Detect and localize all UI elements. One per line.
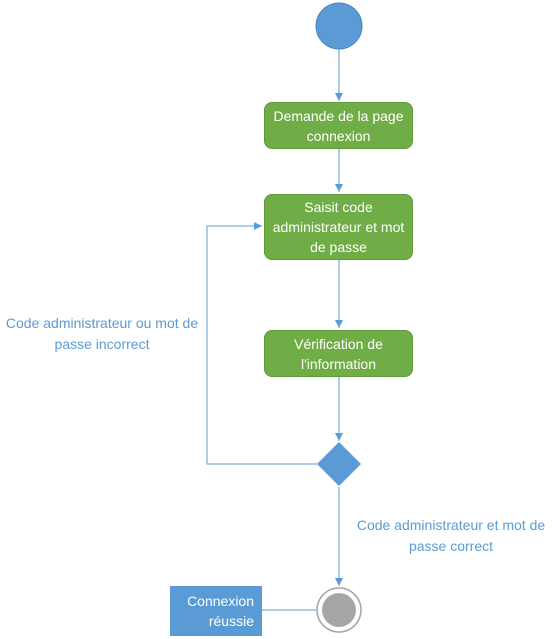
guard-incorrect: Code administrateur ou mot de passe inco… bbox=[5, 315, 199, 352]
start-node bbox=[315, 2, 363, 50]
flow-decision-loop-back bbox=[206, 222, 317, 465]
action-label: Vérification de l'information bbox=[294, 335, 383, 372]
action-label: Saisit code administrateur et mot de pas… bbox=[272, 199, 405, 255]
decision-node bbox=[317, 442, 361, 486]
note-connexion-reussie: Connexion réussie bbox=[170, 586, 262, 636]
note-label: Connexion réussie bbox=[187, 593, 254, 629]
action-label: Demande de la page connexion bbox=[273, 107, 404, 144]
guard-correct: Code administrateur et mot de passe corr… bbox=[356, 517, 546, 554]
final-node-inner bbox=[322, 593, 356, 627]
action-saisit-code: Saisit code administrateur et mot de pas… bbox=[264, 194, 413, 260]
action-demande-page-connexion: Demande de la page connexion bbox=[264, 102, 413, 149]
action-verification: Vérification de l'information bbox=[264, 330, 413, 377]
